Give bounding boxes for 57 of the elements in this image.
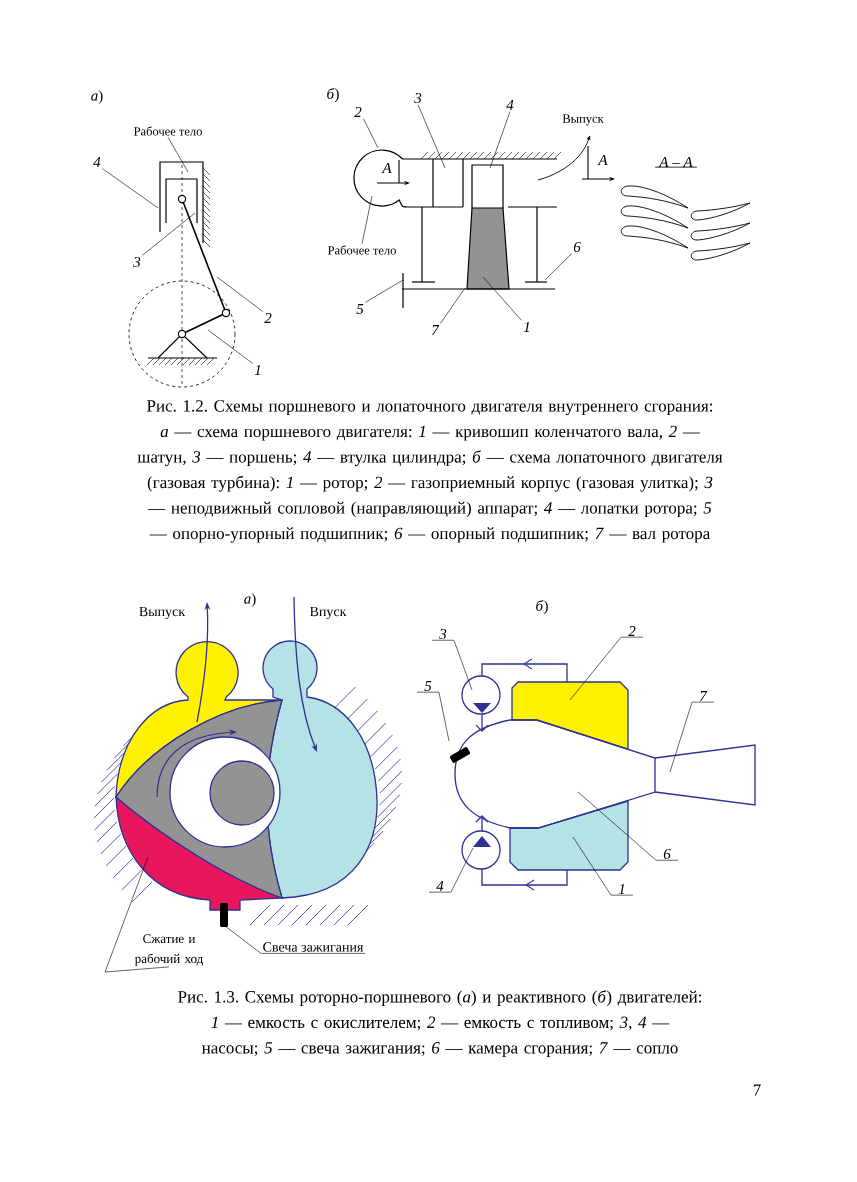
part-label: Сжатие и рабочий ход — [134, 934, 203, 966]
callout-number: 5 — [424, 681, 432, 691]
leader-line — [207, 329, 253, 364]
leader-line — [216, 276, 263, 312]
flow-label: Выпуск — [139, 606, 186, 620]
callout-number: 3 — [439, 628, 447, 640]
leader-line — [365, 279, 404, 303]
panel-label: б) — [327, 88, 339, 102]
section-letter: А — [597, 155, 608, 165]
rocket-engine-drawing — [449, 663, 756, 886]
leader-line — [431, 639, 473, 691]
leader-line — [102, 168, 159, 209]
panel-label: б) — [536, 600, 548, 614]
leader-line — [482, 276, 522, 321]
leader-line — [428, 847, 474, 893]
callout-number: 3 — [414, 92, 422, 104]
leader-line — [224, 925, 366, 954]
callout-number: 4 — [93, 157, 101, 167]
leader-line — [669, 701, 715, 773]
panel-label: а) — [244, 593, 256, 607]
leader-line — [569, 636, 644, 701]
callout-number: 5 — [356, 304, 364, 314]
callout-number: 2 — [354, 107, 362, 117]
leader-line — [363, 118, 379, 149]
leader-line — [544, 253, 572, 281]
section-letter: А — [381, 163, 392, 173]
callout-number: 2 — [628, 626, 636, 636]
leader-line — [572, 836, 634, 896]
panel-label: а) — [91, 90, 103, 104]
flow-label: Выпуск — [562, 114, 604, 126]
figure-caption: Рис. 1.2. Схемы поршневого и лопаточного двигателя внутреннего сгорания: а — схема поршневого двигателя: 1 — кривошип коленчатого вала, 2 — шатун, 3 — поршень; 4 — втулка цилиндра; б — схема лопаточного двигателя (газовая турбина): 1 — ротор; 2 — газоприемный корпус (газовая улитка); 3 — неподвижный сопловой (направляющий) аппарат; 4 — лопатки ротора; 5 — опорно-упорный подшипник; 6 — опорный подшипник; 7 — вал ротора — [137, 400, 723, 543]
leader-line — [489, 111, 511, 169]
piston-engine-drawing — [128, 161, 236, 388]
callout-number: 2 — [264, 313, 272, 323]
figure-caption: Рис. 1.3. Схемы роторно-поршневого (а) и реактивного (б) двигателей: 1 — емкость с окислителем; 2 — емкость с топливом; 3, 4 — насосы; 5 — свеча зажигания; 6 — камера сгорания; 7 — сопло — [178, 990, 702, 1057]
callout-number: 1 — [618, 884, 625, 894]
part-label: Свеча зажигания — [263, 942, 364, 952]
rotary-engine-drawing — [93, 640, 403, 927]
callout-number: 6 — [573, 241, 581, 253]
leader-line — [167, 136, 189, 173]
part-label: Рабочее тело — [327, 245, 396, 255]
leader-line — [440, 287, 466, 324]
part-label: Рабочее тело — [133, 126, 202, 136]
leader-line — [361, 195, 373, 245]
leader-line — [416, 691, 450, 742]
callout-number: 7 — [432, 325, 440, 335]
flow-label: Впуск — [310, 606, 347, 620]
callout-number: 4 — [506, 100, 514, 110]
leader-line — [104, 856, 170, 973]
section-title: А – А — [654, 157, 698, 168]
leader-line — [577, 791, 679, 861]
page-number: 7 — [753, 1084, 761, 1096]
callout-number: 4 — [436, 881, 444, 891]
leader-line — [142, 212, 196, 256]
callout-number: 1 — [254, 365, 261, 375]
leader-line — [417, 104, 446, 169]
callout-number: 1 — [523, 322, 530, 332]
